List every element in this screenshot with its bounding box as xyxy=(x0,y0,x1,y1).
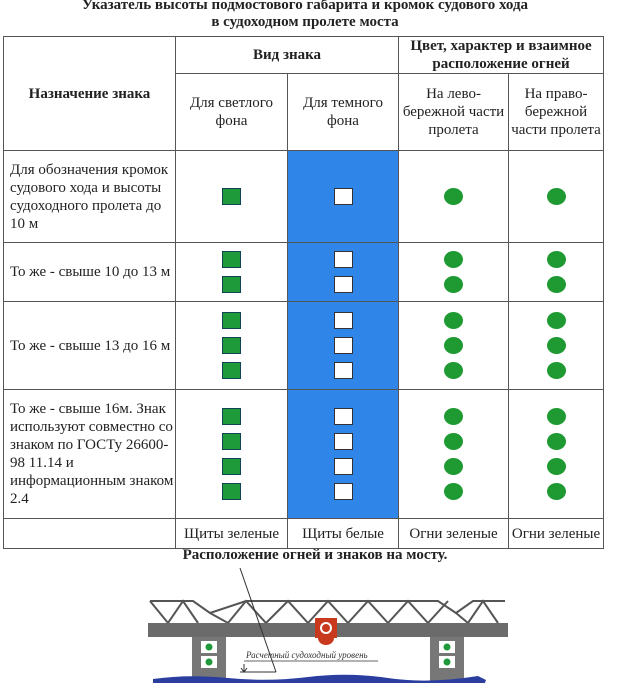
cell-dark-bg xyxy=(286,389,400,519)
green-shield-icon xyxy=(222,337,241,354)
green-light-icon xyxy=(444,188,464,205)
level-label: Расчетный судоходный уровень xyxy=(245,650,368,660)
table-row: То же - свыше 10 до 13 м xyxy=(3,242,605,302)
cell-right-bank xyxy=(508,301,605,390)
red-light xyxy=(318,638,334,645)
title-line-2: в судоходном пролете моста xyxy=(211,14,399,30)
white-shield-icon xyxy=(333,362,353,379)
header-sign-type: Вид знака xyxy=(174,36,400,74)
footer-light: Щиты зеленые xyxy=(175,518,288,549)
cell-right-bank xyxy=(508,242,605,302)
white-shield-icon xyxy=(333,312,353,329)
green-light-icon xyxy=(444,276,464,293)
green-light-icon xyxy=(444,362,464,379)
green-shield-icon xyxy=(222,483,241,500)
cell-light-bg xyxy=(175,150,288,243)
table-row: То же - свыше 16м. Знак используют совме… xyxy=(3,389,605,519)
page-title: Указатель высоты подмостового габарита и… xyxy=(0,0,610,31)
water xyxy=(153,674,486,683)
header-right-bank: На право-бережной части пролета xyxy=(508,73,605,151)
white-shield-icon xyxy=(333,276,353,293)
cell-right-bank xyxy=(508,150,605,243)
green-shield-icon xyxy=(222,312,241,329)
green-light-icon xyxy=(546,362,566,379)
green-light-icon xyxy=(444,408,464,425)
row-purpose: То же - свыше 16м. Знак используют совме… xyxy=(3,389,176,519)
green-shield-icon xyxy=(222,188,241,205)
green-light-icon xyxy=(444,312,464,329)
green-light-icon xyxy=(444,337,464,354)
cell-dark-bg xyxy=(286,242,400,302)
header-left-bank: На лево-бережной части пролета xyxy=(398,73,510,151)
white-shield-icon xyxy=(333,337,353,354)
green-shield-icon xyxy=(222,433,241,450)
bridge-caption: Расположение огней и знаков на мосту. xyxy=(182,547,448,563)
footer-left: Огни зеленые xyxy=(398,518,510,549)
cell-left-bank xyxy=(398,301,510,390)
header-purpose: Назначение знака xyxy=(3,36,176,151)
white-shield-icon xyxy=(333,408,353,425)
green-light-icon xyxy=(546,433,566,450)
red-sign xyxy=(315,618,337,638)
green-shield-icon xyxy=(222,251,241,268)
white-shield-icon xyxy=(333,251,353,268)
cell-dark-bg xyxy=(286,301,400,390)
signs-table: Назначение знака Вид знака Цвет, характе… xyxy=(3,36,605,549)
green-light-icon xyxy=(546,483,566,500)
white-shield-icon xyxy=(333,458,353,475)
cell-right-bank xyxy=(508,389,605,519)
green-light-icon xyxy=(546,408,566,425)
green-light-icon xyxy=(444,458,464,475)
row-purpose: Для обозначения кромок судового хода и в… xyxy=(3,150,176,243)
green-light-icon xyxy=(444,251,464,268)
white-shield-icon xyxy=(333,188,353,205)
title-line-1: Указатель высоты подмостового габарита и… xyxy=(81,0,529,13)
header-dark-bg: Для темного фона xyxy=(286,73,400,151)
white-shield-icon xyxy=(333,433,353,450)
header-lights: Цвет, характер и взаимное расположение о… xyxy=(398,36,605,74)
table-row: Для обозначения кромок судового хода и в… xyxy=(3,150,605,243)
cell-light-bg xyxy=(175,242,288,302)
header-light-bg: Для светлого фона xyxy=(175,73,288,151)
cell-dark-bg xyxy=(286,150,400,243)
footer-right: Огни зеленые xyxy=(508,518,605,549)
green-shield-icon xyxy=(222,362,241,379)
green-light-icon xyxy=(546,458,566,475)
green-light-icon xyxy=(546,337,566,354)
row-purpose: То же - свыше 13 до 16 м xyxy=(3,301,176,390)
green-light-icon xyxy=(444,483,464,500)
green-light-icon xyxy=(546,251,566,268)
cell-light-bg xyxy=(175,301,288,390)
green-shield-icon xyxy=(222,458,241,475)
table-row: То же - свыше 13 до 16 м xyxy=(3,301,605,390)
bridge-illustration: Расчетный судоходный уровень xyxy=(148,568,508,683)
white-shield-icon xyxy=(333,483,353,500)
right-pier-signs xyxy=(439,641,455,668)
cell-left-bank xyxy=(398,242,510,302)
green-light-icon xyxy=(546,276,566,293)
cell-left-bank xyxy=(398,389,510,519)
green-light-icon xyxy=(546,312,566,329)
footer-dark: Щиты белые xyxy=(286,518,400,549)
green-light-icon xyxy=(546,188,566,205)
left-pier-signs xyxy=(201,641,217,668)
row-purpose: То же - свыше 10 до 13 м xyxy=(3,242,176,302)
bridge-truss xyxy=(149,599,505,625)
cell-left-bank xyxy=(398,150,510,243)
green-shield-icon xyxy=(222,276,241,293)
cell-light-bg xyxy=(175,389,288,519)
green-shield-icon xyxy=(222,408,241,425)
green-light-icon xyxy=(444,433,464,450)
